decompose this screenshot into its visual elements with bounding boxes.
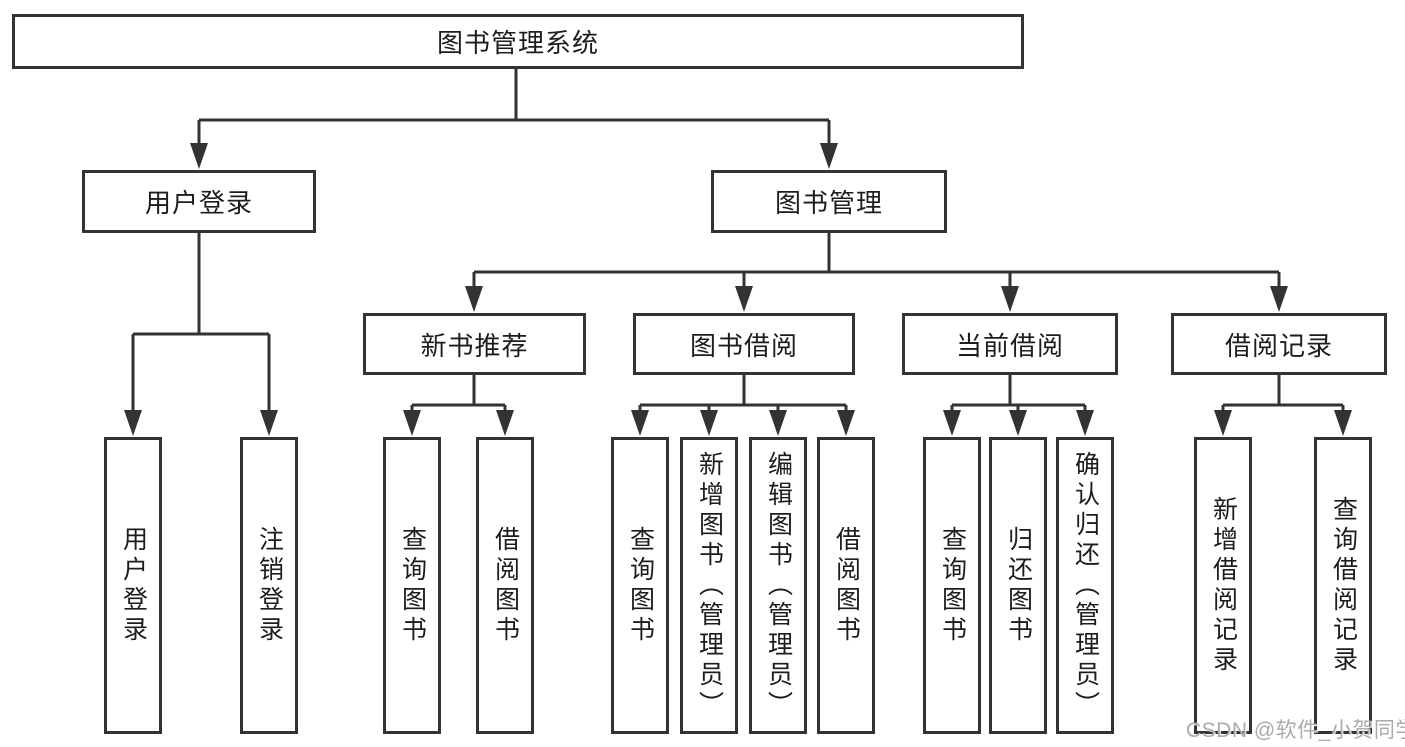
leaf-node-query-borrow-record: 查询借阅记录 bbox=[1314, 437, 1372, 734]
leaf-label: 归还图书 bbox=[1004, 525, 1033, 646]
arrowhead-icons bbox=[124, 143, 1352, 436]
leaf-node-add-borrow-record: 新增借阅记录 bbox=[1194, 437, 1252, 734]
node-borrowing-records: 借阅记录 bbox=[1171, 313, 1387, 375]
leaf-label: 新增图书（管理员） bbox=[695, 450, 724, 721]
leaf-node-logout: 注销登录 bbox=[240, 437, 298, 734]
leaf-label: 查询图书 bbox=[938, 525, 967, 646]
connector-book-management-children bbox=[472, 233, 1281, 288]
leaf-label: 查询图书 bbox=[398, 525, 427, 646]
connector-borrowing-records-children bbox=[1221, 375, 1345, 411]
node-book-management: 图书管理 bbox=[711, 170, 947, 233]
connector-new-book-recommend-children bbox=[410, 375, 507, 411]
node-root-library-management-system: 图书管理系统 bbox=[12, 14, 1024, 69]
node-book-borrowing: 图书借阅 bbox=[633, 313, 855, 375]
node-current-borrowing: 当前借阅 bbox=[902, 313, 1118, 375]
leaf-label: 查询借阅记录 bbox=[1329, 495, 1358, 676]
leaf-node-user-login: 用户登录 bbox=[104, 437, 162, 734]
csdn-watermark: CSDN @软件_小贺同学 bbox=[1186, 719, 1405, 742]
connector-root-to-level2 bbox=[197, 69, 831, 144]
leaf-node-return-books: 归还图书 bbox=[989, 437, 1047, 734]
node-user-login: 用户登录 bbox=[82, 170, 316, 233]
leaf-label: 注销登录 bbox=[255, 525, 284, 646]
connector-user-login-children bbox=[131, 233, 271, 411]
leaf-node-borrow-books-1: 借阅图书 bbox=[476, 437, 534, 734]
node-new-book-recommend: 新书推荐 bbox=[363, 313, 586, 375]
leaf-label: 新增借阅记录 bbox=[1209, 495, 1238, 676]
leaf-label: 借阅图书 bbox=[491, 525, 520, 646]
leaf-label: 查询图书 bbox=[626, 525, 655, 646]
leaf-node-query-books-1: 查询图书 bbox=[383, 437, 441, 734]
leaf-label: 用户登录 bbox=[119, 525, 148, 646]
leaf-label: 确认归还（管理员） bbox=[1071, 450, 1100, 721]
leaf-node-borrow-books-2: 借阅图书 bbox=[817, 437, 875, 734]
leaf-label: 借阅图书 bbox=[832, 525, 861, 646]
leaf-node-confirm-return-admin: 确认归还（管理员） bbox=[1056, 437, 1114, 734]
connector-current-borrowing-children bbox=[950, 375, 1087, 411]
leaf-node-edit-books-admin: 编辑图书（管理员） bbox=[749, 437, 807, 734]
leaf-label: 编辑图书（管理员） bbox=[764, 450, 793, 721]
connector-book-borrowing-children bbox=[638, 375, 848, 411]
leaf-node-query-books-3: 查询图书 bbox=[923, 437, 981, 734]
leaf-node-query-books-2: 查询图书 bbox=[611, 437, 669, 734]
leaf-node-add-books-admin: 新增图书（管理员） bbox=[680, 437, 738, 734]
